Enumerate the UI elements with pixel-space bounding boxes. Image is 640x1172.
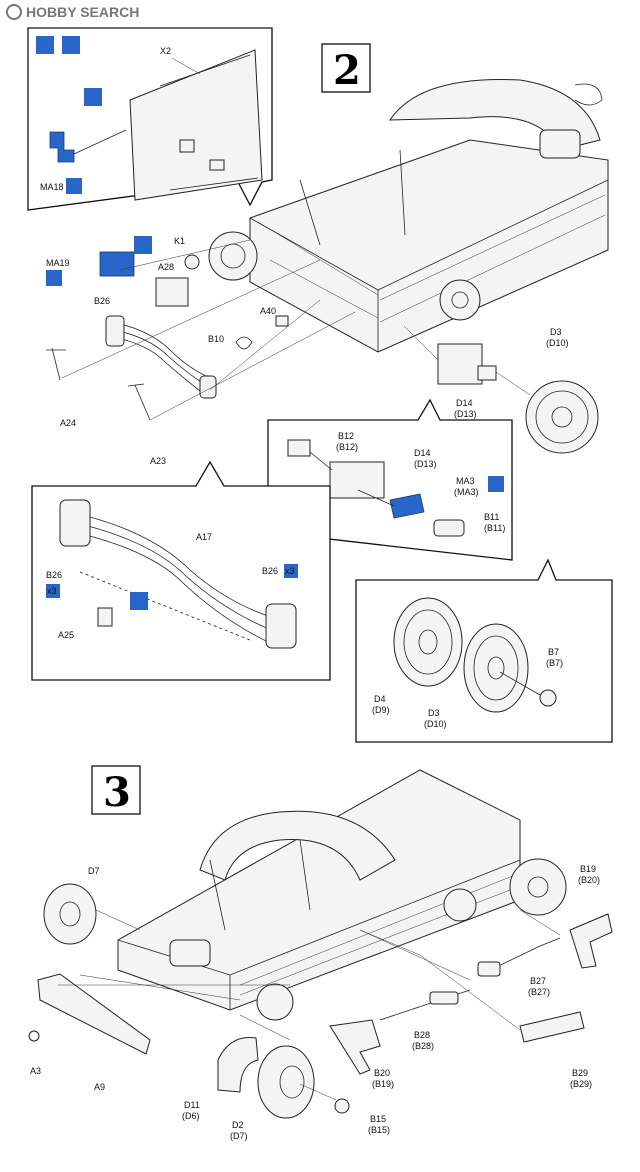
watermark: HOBBY SEARCH: [6, 4, 139, 20]
svg-text:B26: B26: [262, 566, 278, 576]
step-3-hull: [117, 769, 567, 1021]
quantity-x3-icon-2: [46, 584, 60, 598]
svg-text:(B11): (B11): [484, 523, 505, 533]
svg-text:A3: A3: [30, 1066, 41, 1076]
svg-text:K1: K1: [174, 236, 185, 246]
svg-text:A17: A17: [196, 532, 212, 542]
step-3-number: 3: [91, 765, 141, 816]
svg-text:B11: B11: [484, 512, 499, 522]
svg-text:A40: A40: [260, 306, 276, 316]
svg-text:D7: D7: [88, 866, 100, 876]
svg-text:(B12): (B12): [336, 442, 358, 452]
svg-text:(B20): (B20): [578, 875, 600, 885]
step-2-number: 2: [321, 43, 371, 94]
svg-text:x3: x3: [47, 586, 57, 596]
svg-text:D4: D4: [374, 694, 386, 704]
svg-text:(D13): (D13): [414, 459, 437, 469]
svg-text:x3: x3: [285, 566, 295, 576]
svg-text:B26: B26: [94, 296, 110, 306]
svg-text:D3: D3: [550, 327, 562, 337]
svg-text:B15: B15: [370, 1114, 386, 1124]
decal-icon: [84, 88, 102, 106]
part-ma19: [99, 251, 135, 277]
svg-text:(B15): (B15): [368, 1125, 390, 1135]
svg-text:(B28): (B28): [412, 1041, 434, 1051]
svg-text:D14: D14: [414, 448, 431, 458]
water-drop-icon: [66, 178, 82, 194]
part-ma3: [389, 493, 425, 519]
svg-text:B20: B20: [374, 1068, 390, 1078]
svg-text:B19: B19: [580, 864, 596, 874]
svg-text:B27: B27: [530, 976, 546, 986]
svg-text:(MA3): (MA3): [454, 487, 479, 497]
svg-text:(D9): (D9): [372, 705, 390, 715]
svg-text:(B7): (B7): [546, 658, 563, 668]
svg-text:B29: B29: [572, 1068, 588, 1078]
step-2-parts: MA19 K1 A28 A40 B10 B26 A24 A23 D14 (D13…: [46, 236, 599, 466]
svg-text:(B29): (B29): [570, 1079, 592, 1089]
part-ma18: [49, 131, 75, 163]
svg-text:(D6): (D6): [182, 1111, 200, 1121]
svg-text:A23: A23: [150, 456, 166, 466]
remove-icon: [62, 36, 80, 54]
callout-detail-wheel: D4 (D9) D3 (D10) B7 (B7): [355, 558, 613, 743]
svg-text:(B19): (B19): [372, 1079, 394, 1089]
svg-text:MA18: MA18: [40, 182, 64, 192]
svg-text:(B27): (B27): [528, 987, 550, 997]
svg-text:(D13): (D13): [454, 409, 477, 419]
svg-text:A9: A9: [94, 1082, 105, 1092]
svg-text:A24: A24: [60, 418, 76, 428]
svg-text:D2: D2: [232, 1120, 244, 1130]
svg-text:A28: A28: [158, 262, 174, 272]
svg-text:B12: B12: [338, 431, 354, 441]
quantity-x3-icon: [284, 564, 298, 578]
svg-text:B28: B28: [414, 1030, 430, 1040]
svg-text:2: 2: [333, 47, 361, 94]
svg-text:3: 3: [103, 769, 131, 816]
callout-detail-x2: X2 MA18: [27, 27, 273, 211]
svg-text:D3: D3: [428, 708, 440, 718]
step-3-parts: D7 A3 A9 D11 (D6) D2 (D7) B15 (B15) B20 …: [28, 864, 613, 1141]
svg-text:A25: A25: [58, 630, 74, 640]
svg-text:B7: B7: [548, 647, 559, 657]
water-drop-icon-3: [488, 476, 504, 492]
svg-text:D14: D14: [456, 398, 473, 408]
remove-icon-3: [130, 592, 148, 610]
glue-icon: [36, 36, 54, 54]
svg-text:(D7): (D7): [230, 1131, 248, 1141]
svg-text:X2: X2: [160, 46, 171, 56]
watermark-text: HOBBY SEARCH: [26, 4, 139, 20]
svg-text:B26: B26: [46, 570, 62, 580]
step-2-hull: [208, 79, 609, 353]
svg-text:MA19: MA19: [46, 258, 70, 268]
svg-text:B10: B10: [208, 334, 224, 344]
water-drop-icon-2: [46, 270, 62, 286]
svg-text:MA3: MA3: [456, 476, 475, 486]
callout-detail-a17: A17 B26 x3 B26 x3 A25: [31, 460, 331, 681]
remove-icon-2: [134, 236, 152, 254]
svg-text:(D10): (D10): [424, 719, 447, 729]
svg-text:D11: D11: [184, 1100, 200, 1110]
svg-text:(D10): (D10): [546, 338, 569, 348]
